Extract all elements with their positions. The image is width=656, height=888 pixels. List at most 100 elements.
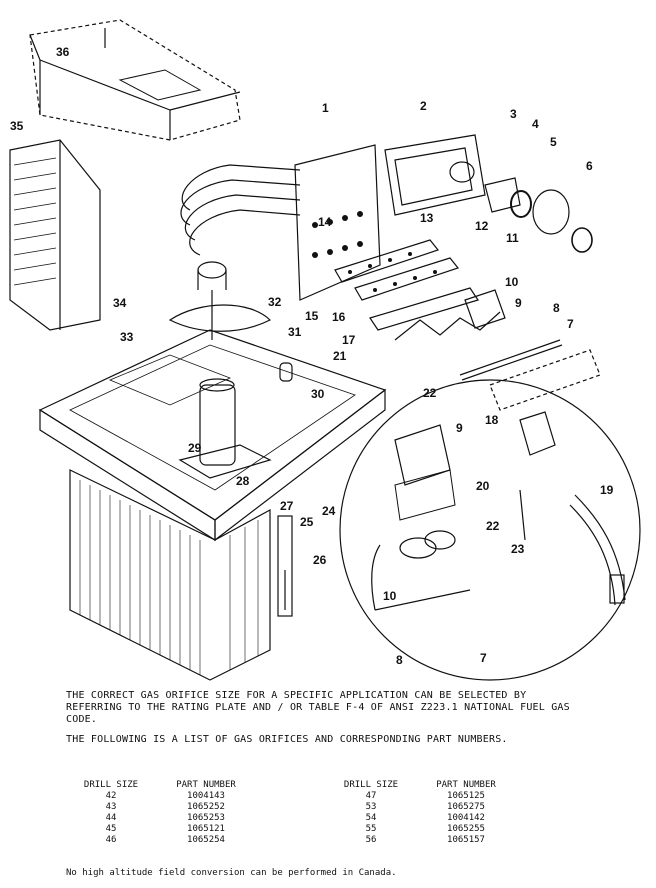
table-row: 54 1004142 [326,813,516,824]
part-number-cell: 1065255 [447,824,485,834]
table-row: 56 1065157 [326,835,516,846]
callout-32: 32 [268,295,282,309]
access-panel-gasket [384,134,486,216]
burner-manifold [334,239,479,331]
part-number-cell: 1065157 [447,835,485,845]
table-row: 47 1065125 [326,791,516,802]
callout-9: 9 [515,296,522,310]
drill-size-header: DRILL SIZE [83,780,139,790]
callout-29: 29 [188,441,202,455]
fan-motor [168,261,272,340]
part-number-cell: 1065275 [447,802,485,812]
callout-4: 4 [532,117,539,131]
gas-valve-small [464,289,506,329]
callout-15: 15 [305,309,319,323]
table-row: 44 1065253 [66,813,256,824]
callout-20: 20 [476,479,490,493]
table-row: 55 1065255 [326,824,516,835]
detail-circle [339,379,641,681]
drill-size-cell: 54 [365,813,377,823]
table-header: DRILL SIZE PART NUMBER [326,780,516,791]
callout-35: 35 [10,119,24,133]
lower-grille [69,469,271,681]
drill-size-cell: 42 [105,791,117,801]
callout-22-detail: 22 [486,519,500,533]
filter-drier [279,362,293,382]
callout-24: 24 [322,504,336,518]
callout-28: 28 [236,474,250,488]
callout-8-detail: 8 [396,653,403,667]
access-door [277,515,293,617]
callout-7-detail: 7 [480,651,487,665]
drill-size-cell: 43 [105,802,117,812]
callout-14: 14 [318,215,332,229]
callout-22: 22 [423,386,437,400]
callout-16: 16 [332,310,346,324]
burner-row [394,311,501,341]
orifice-list-intro: THE FOLLOWING IS A LIST OF GAS ORIFICES … [66,734,508,745]
part-number-cell: 1004143 [187,791,225,801]
callout-36: 36 [56,45,70,59]
callout-9-detail: 9 [456,421,463,435]
orifice-table-left: DRILL SIZE PART NUMBER 42 1004143 43 10652… [66,780,256,846]
callout-2: 2 [420,99,427,113]
heat-exchanger [180,144,381,301]
compressor [178,378,272,479]
callout-10-detail: 10 [383,589,397,603]
callout-34: 34 [113,296,127,310]
callout-21: 21 [333,349,347,363]
callout-27: 27 [280,499,294,513]
drill-size-cell: 46 [105,835,117,845]
drill-size-cell: 53 [365,802,377,812]
part-number-cell: 1004142 [447,813,485,823]
table-row: 46 1065254 [66,835,256,846]
drill-size-cell: 56 [365,835,377,845]
callout-6: 6 [586,159,593,173]
drill-size-cell: 44 [105,813,117,823]
callout-13: 13 [420,211,434,225]
top-cover-panel [29,19,241,141]
part-number-header: PART NUMBER [176,780,236,790]
exploded-parts-diagram: 1 2 3 4 5 6 7 8 9 10 11 12 13 14 15 16 1… [9,19,641,681]
callout-26: 26 [313,553,327,567]
notes-block: THE CORRECT GAS ORIFICE SIZE FOR A SPECI… [66,690,586,754]
callout-18: 18 [485,413,499,427]
callout-11: 11 [506,231,519,245]
drill-size-cell: 55 [365,824,377,834]
orifice-tables: DRILL SIZE PART NUMBER 42 1004143 43 10652… [66,780,626,860]
callout-33: 33 [120,330,134,344]
callout-19: 19 [600,483,614,497]
orifice-table-right: DRILL SIZE PART NUMBER 47 1065125 53 10652… [326,780,516,846]
part-number-header: PART NUMBER [436,780,496,790]
part-number-cell: 1065254 [187,835,225,845]
part-number-cell: 1065121 [187,824,225,834]
callout-17: 17 [342,333,356,347]
callout-3: 3 [510,107,517,121]
callout-7: 7 [567,317,574,331]
table-row: 53 1065275 [326,802,516,813]
cabinet-base [38,329,387,542]
callout-8: 8 [553,301,560,315]
callout-5: 5 [550,135,557,149]
orifice-note: THE CORRECT GAS ORIFICE SIZE FOR A SPECI… [66,690,570,725]
callout-23: 23 [511,542,525,556]
table-header: DRILL SIZE PART NUMBER [66,780,256,791]
table-row: 42 1004143 [66,791,256,802]
drill-size-header: DRILL SIZE [343,780,399,790]
part-number-cell: 1065125 [447,791,485,801]
part-number-cell: 1065252 [187,802,225,812]
table-row: 43 1065252 [66,802,256,813]
drill-size-cell: 47 [365,791,377,801]
callout-10: 10 [505,275,519,289]
side-grille-panel [9,139,101,331]
manifold-pipe [459,339,601,411]
callout-30: 30 [311,387,325,401]
callout-1: 1 [322,101,329,115]
inducer-assembly [449,161,593,253]
part-number-cell: 1065253 [187,813,225,823]
callout-25: 25 [300,515,314,529]
drill-size-cell: 45 [105,824,117,834]
table-row: 45 1065121 [66,824,256,835]
callout-31: 31 [288,325,302,339]
canada-footnote: No high altitude field conversion can be… [66,868,397,878]
